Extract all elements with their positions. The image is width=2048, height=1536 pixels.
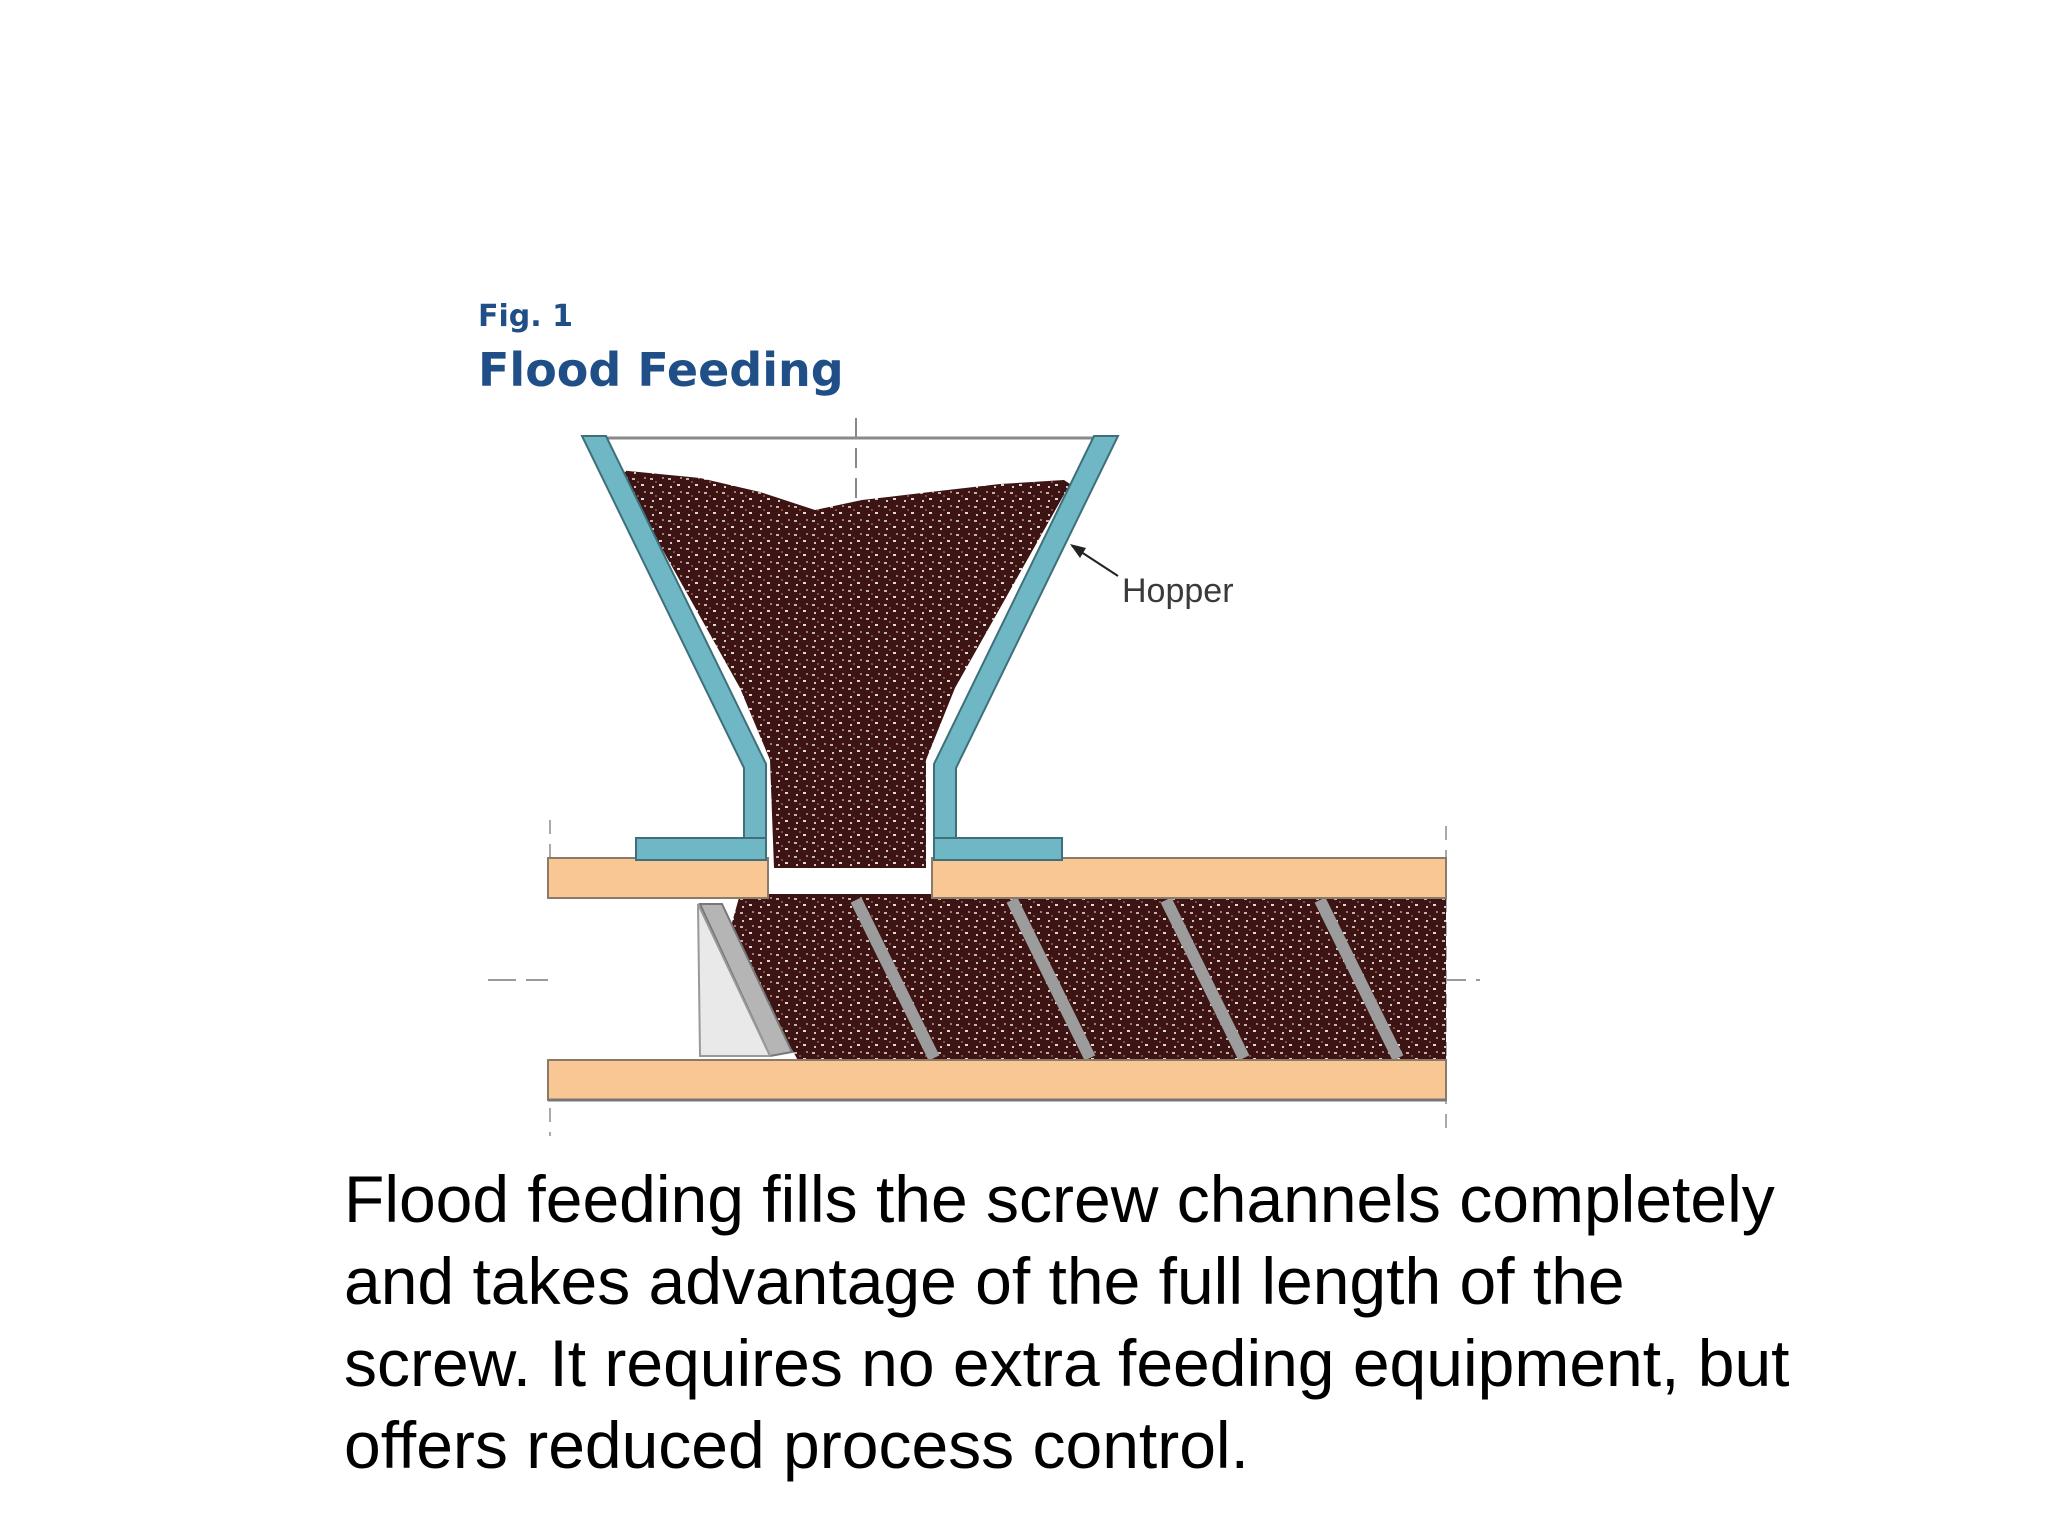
- caption: Flood feeding fills the screw channels c…: [344, 1158, 1904, 1486]
- pellet-mass-icon: [618, 470, 1070, 868]
- channel-pellets: [730, 894, 1446, 1064]
- caption-line-4: offers reduced process control.: [344, 1408, 1249, 1482]
- screw-flight-4: [1314, 897, 1404, 1061]
- barrel-icon: [547, 857, 1447, 1102]
- caption-line-1: Flood feeding fills the screw channels c…: [344, 1162, 1775, 1236]
- figure-number: Fig. 1: [478, 299, 573, 334]
- caption-line-3: screw. It requires no extra feeding equi…: [344, 1326, 1790, 1400]
- caption-line-2: and takes advantage of the full length o…: [344, 1244, 1625, 1318]
- screw-flight-2: [1006, 897, 1096, 1061]
- screw-flight-3: [1160, 897, 1250, 1061]
- hopper-icon: [580, 435, 1120, 861]
- figure-title: Flood Feeding: [478, 343, 844, 397]
- hopper-label: Hopper: [1122, 572, 1234, 610]
- arrow-head-icon: [1070, 544, 1086, 558]
- screw-flight-1: [850, 897, 940, 1061]
